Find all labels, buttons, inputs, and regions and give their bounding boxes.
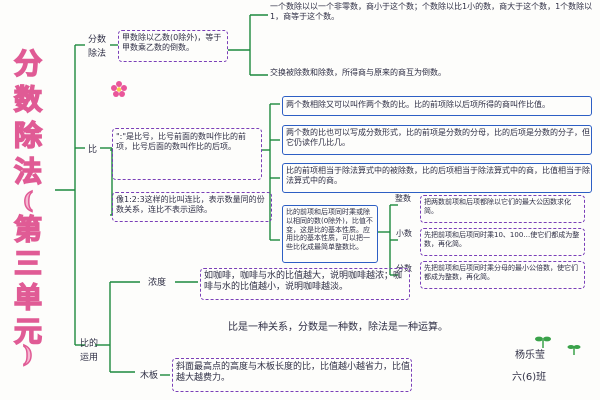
ratio-definition-box: 两个数相除又可以叫作两个数的比。比的前项除以后项所得的商叫作比值。 — [282, 96, 592, 116]
decimal-rule-box: 先把前项和后项同时乘10、100…使它们都成为整数，再化简。 — [420, 228, 585, 256]
ratio-meaning-box: ":"是比号，比号前面的数叫作比的前项，比号后面的数叫作比的后项。 — [112, 128, 262, 180]
ratio-example-text: 像1:2:3这样的比叫连比，表示数量同的份数关系，连比不表示运除。 — [116, 195, 265, 214]
title-char-5: ( — [22, 187, 34, 215]
concentration-label: 浓度 — [148, 278, 167, 288]
sprout-icon — [532, 332, 554, 352]
ratio-property-box: 比的前项和后项同时乘或除以相同的数(0除外)，比值不变，这是比的基本性质。应用比… — [282, 205, 378, 263]
ratio-forms-text: 两个数的比也可以写成分数形式，比的前项是分数的分母，比的后项是分数的分子，但它仍… — [286, 128, 590, 147]
branch-label-application-1: 比的 — [80, 339, 99, 349]
concentration-box: 如咖啡，咖啡与水的比值越大，说明咖啡越浓；咖啡与水的比值越小，说明咖啡越淡。 — [200, 268, 410, 300]
sprout-icon — [565, 340, 583, 359]
author-class: 六(6)班 — [512, 372, 547, 383]
branch-label-fraction-1: 分数 — [88, 35, 107, 45]
ratio-value-text: 比的前项相当于除法算式中的被除数，比的后项相当于除法算式中的商，比值相当于除法算… — [286, 166, 590, 185]
fraction-reciprocal-text: 交换被除数和除数，所得商与原来的商互为倒数。 — [270, 68, 446, 77]
ratio-definition-text: 两个数相除又可以叫作两个数的比。比的前项除以后项所得的商叫作比值。 — [286, 100, 550, 109]
fraction-rule2-text: 先把前项和后项同时乘分母的最小公倍数，使它们都成为整数，再化简。 — [424, 264, 578, 281]
title-char-7: 三 — [13, 246, 43, 281]
flower-icon — [110, 80, 128, 102]
fraction-rule-box: 甲数除以乙数(0除外)，等于甲数乘乙数的倒数。 — [118, 30, 228, 62]
title-char-2: 数 — [13, 82, 43, 117]
branch-label-fraction-2: 除法 — [88, 49, 107, 59]
slope-text: 斜面最高点的高度与木板长度的比，比值越小越省力，比值越大越费力。 — [176, 362, 411, 384]
integer-label: 整数 — [395, 194, 411, 203]
slope-box: 斜面最高点的高度与木板长度的比，比值越小越省力，比值越大越费力。 — [172, 358, 412, 392]
ratio-forms-box: 两个数的比也可以写成分数形式，比的前项是分数的分母，比的后项是分数的分子，但它仍… — [282, 125, 592, 155]
integer-rule-box: 把两数前项和后项都除以它们的最大公因数求化简。 — [420, 195, 585, 223]
title-char-3: 除 — [13, 118, 43, 153]
title-char-9: 元 — [13, 314, 43, 349]
fraction-rule-text: 甲数除以乙数(0除外)，等于甲数乘乙数的倒数。 — [122, 33, 222, 52]
branch-label-ratio: 比 — [88, 145, 98, 155]
title-char-1: 分 — [13, 46, 43, 81]
fraction-definition-text: 一个数除以以一个非零数，商小于这个数；个数除以比1小的数，商大于这个数，1个数除… — [270, 2, 593, 21]
ratio-value-box: 比的前项相当于除法算式中的被除数，比的后项相当于除法算式中的商，比值相当于除法算… — [282, 163, 592, 193]
decimal-label: 小数 — [396, 229, 412, 238]
slope-label: 木板 — [140, 371, 159, 381]
title-char-10: ) — [22, 341, 34, 369]
summary-text: 比是一种关系，分数是一种数，除法是一种运算。 — [228, 322, 448, 333]
branch-label-application-2: 运用 — [80, 353, 99, 363]
integer-rule-text: 把两数前项和后项都除以它们的最大公因数求化简。 — [424, 198, 571, 215]
fraction-rule2-box: 先把前项和后项同时乘分母的最小公倍数，使它们都成为整数，再化简。 — [420, 261, 585, 289]
ratio-meaning-text: ":"是比号，比号前面的数叫作比的前项，比号后面的数叫作比的后项。 — [116, 132, 247, 151]
title-column: 分 数 除 法 ( 第 三 单 元 ) — [2, 42, 54, 372]
ratio-property-text: 比的前项和后项同时乘或除以相同的数(0除外)，比值不变，这是比的基本性质。应用比… — [286, 208, 373, 251]
decimal-rule-text: 先把前项和后项同时乘10、100…使它们都成为整数，再化简。 — [424, 231, 580, 248]
ratio-example-box: 像1:2:3这样的比叫连比，表示数量同的份数关系，连比不表示运除。 — [112, 192, 272, 222]
title-char-8: 单 — [13, 280, 43, 315]
title-char-6: 第 — [13, 212, 43, 247]
concentration-text: 如咖啡，咖啡与水的比值越大，说明咖啡越浓；咖啡与水的比值越小，说明咖啡越淡。 — [204, 271, 403, 293]
title-char-4: 法 — [13, 154, 43, 189]
author-name: 杨乐莹 — [515, 350, 545, 361]
